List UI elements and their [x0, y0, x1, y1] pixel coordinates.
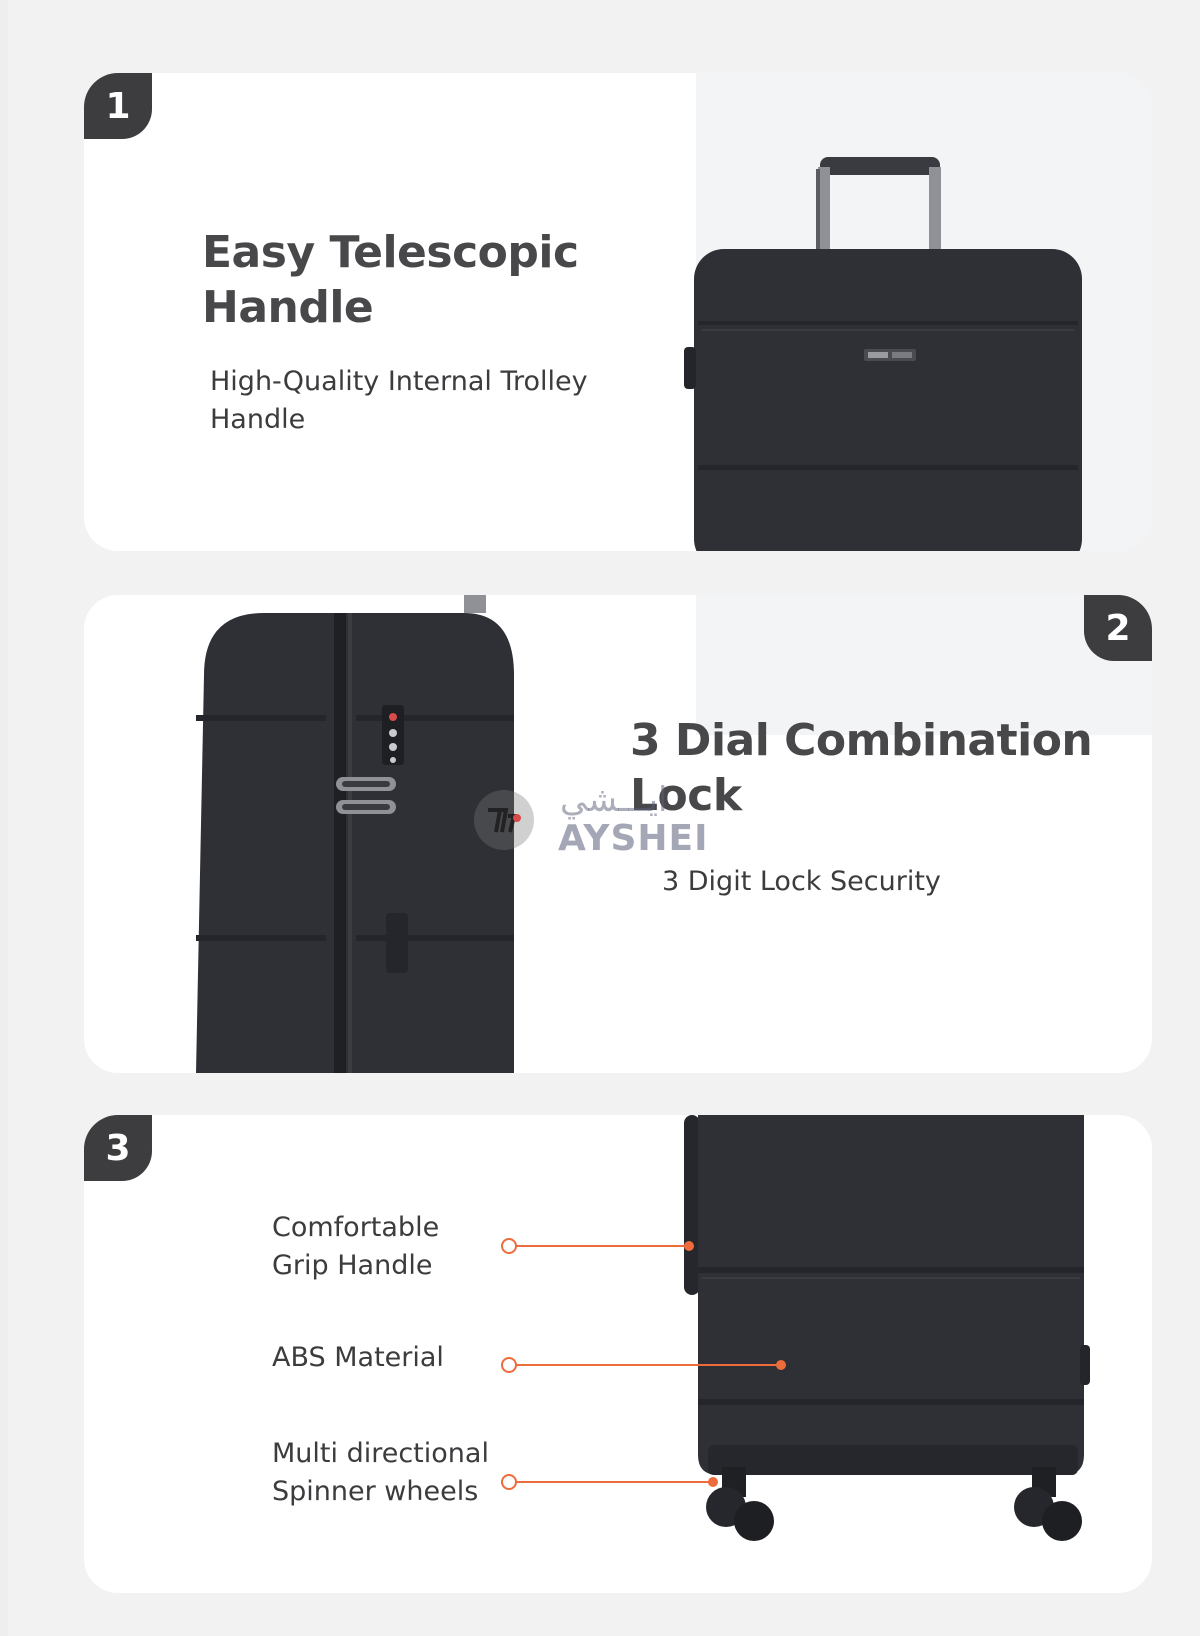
callout-dot — [776, 1360, 786, 1370]
callout-line — [516, 1245, 688, 1247]
panel-shade — [696, 595, 1152, 735]
callout-marker — [501, 1357, 517, 1373]
callout-marker — [501, 1474, 517, 1490]
feature-title: Easy Telescopic Handle — [202, 225, 579, 335]
feature-panel-lock: 2 3 Dial Combination Lock 3 Digit Lock S… — [84, 595, 1152, 1073]
feature-title: 3 Dial Combination Lock — [630, 713, 1093, 823]
watermark-logo-icon — [474, 790, 534, 850]
title-line-2: Handle — [202, 282, 374, 333]
callout-dot — [708, 1477, 718, 1487]
watermark-arabic: ايـــشي — [560, 780, 668, 820]
feature-panel-handle: 1 Easy Telescopic Handle High-Quality In… — [84, 73, 1152, 551]
suitcase-side-image — [196, 595, 514, 1073]
callout-label-wheels: Multi directional Spinner wheels — [272, 1438, 489, 1507]
callout-label-material: ABS Material — [272, 1342, 444, 1373]
callout-line — [516, 1481, 712, 1483]
suitcase-top-image — [684, 157, 1082, 551]
step-badge-1: 1 — [84, 73, 152, 139]
step-badge-3: 3 — [84, 1115, 152, 1181]
callout-line — [516, 1364, 780, 1366]
callout-label-grip: Comfortable Grip Handle — [272, 1212, 440, 1281]
feature-subtitle: 3 Digit Lock Security — [662, 866, 941, 897]
callout-dot — [684, 1241, 694, 1251]
title-line-2: Lock — [630, 770, 742, 821]
feature-panel-materials: 3 Comfortable Grip Handle ABS Material M… — [84, 1115, 1152, 1593]
title-line-1: 3 Dial Combination — [630, 715, 1093, 766]
feature-subtitle: High-Quality Internal Trolley Handle — [210, 366, 588, 435]
watermark-latin: AYSHEI — [558, 818, 709, 859]
suitcase-bottom-image — [684, 1115, 1090, 1541]
title-line-1: Easy Telescopic — [202, 227, 579, 278]
step-badge-2: 2 — [1084, 595, 1152, 661]
callout-marker — [501, 1238, 517, 1254]
